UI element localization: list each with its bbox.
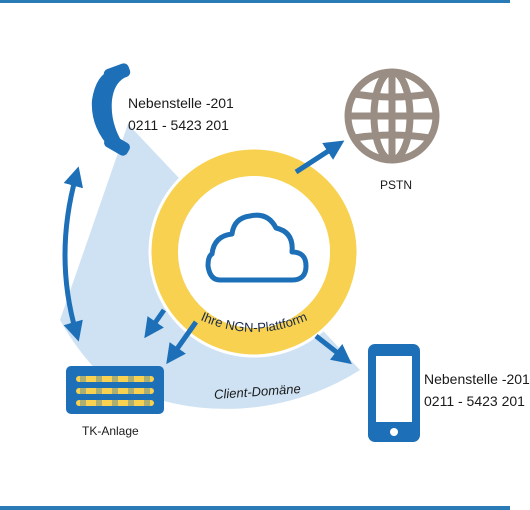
bottom-border (0, 506, 510, 510)
arrow-phone-to-platform (144, 308, 167, 339)
phone-extension-line2: 0211 - 5423 201 (128, 117, 229, 133)
globe-icon (344, 68, 440, 164)
platform-core (178, 176, 330, 328)
mobile-phone-icon (368, 344, 420, 442)
arrow-to-pstn (294, 140, 345, 175)
arrow-to-mobile (314, 334, 352, 365)
pbx-icon (66, 366, 164, 414)
mobile-extension-line2: 0211 - 5423 201 (424, 393, 525, 409)
pstn-label: PSTN (380, 178, 413, 192)
platform-outline (148, 146, 360, 358)
mobile-extension-label: Nebenstelle -201 0211 - 5423 201 (424, 368, 530, 412)
handset-icon (91, 63, 131, 156)
phone-extension-label: Nebenstelle -201 0211 - 5423 201 (128, 92, 234, 136)
pbx-label: TK-Anlage (82, 424, 139, 438)
cloud-icon (205, 212, 309, 283)
mobile-extension-line1: Nebenstelle -201 (424, 371, 530, 387)
top-border (0, 0, 510, 3)
arrow-to-pbx (166, 320, 199, 365)
diagram-graphics: Ihre NGN-Plattform (60, 63, 440, 442)
arrow-phone-pbx (62, 166, 83, 342)
platform-ring (150, 148, 358, 356)
phone-extension-line1: Nebenstelle -201 (128, 95, 234, 111)
